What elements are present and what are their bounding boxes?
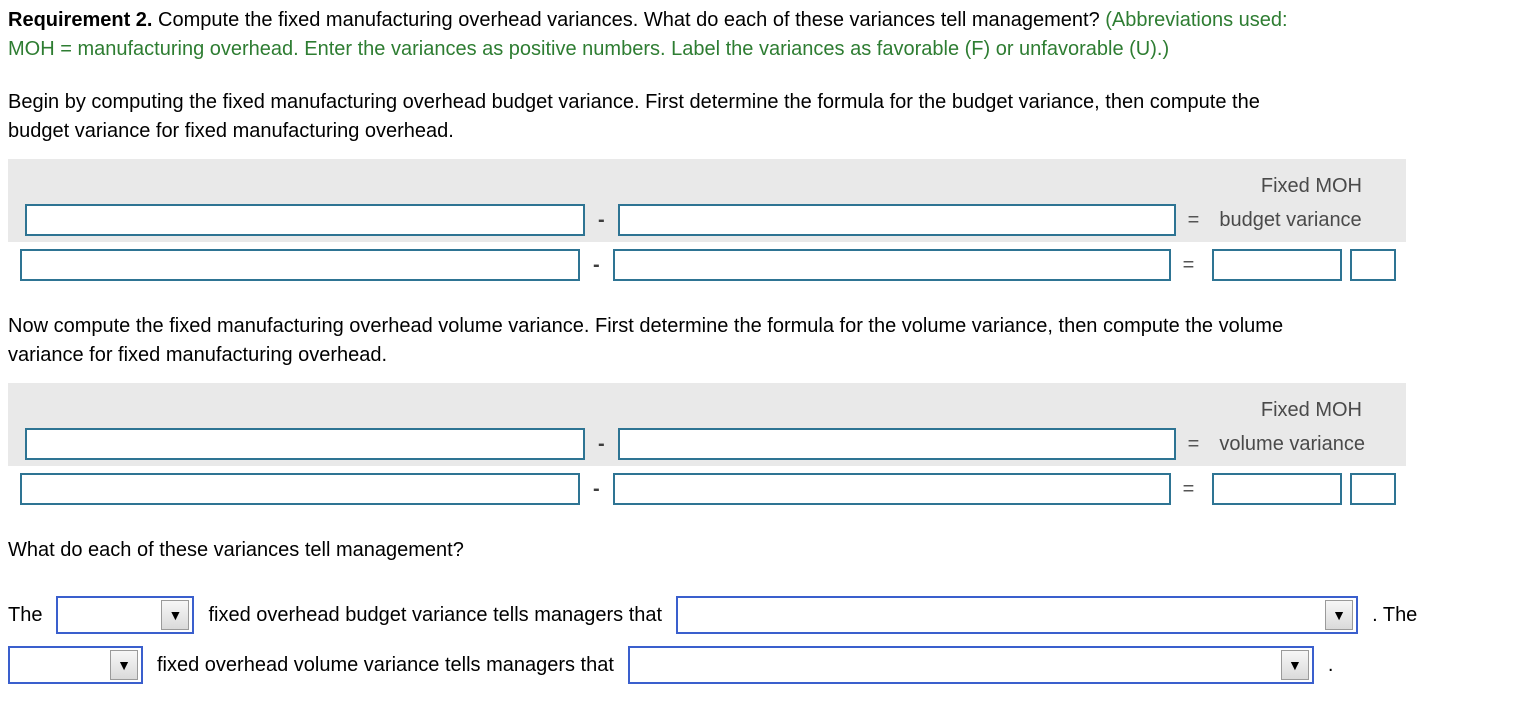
answer-volume-suffix: .	[1327, 653, 1334, 676]
budget-intro: Begin by computing the fixed manufacturi…	[8, 88, 1507, 146]
budget-intro-line2: budget variance for fixed manufacturing …	[8, 120, 454, 142]
volume-amount-left-input[interactable]	[20, 473, 580, 505]
budget-fixed-moh-header-label: Fixed MOH	[1260, 175, 1362, 197]
minus-operator: -	[593, 477, 600, 500]
budget-formula-left-input[interactable]	[25, 204, 585, 236]
budget-variance-fu-input[interactable]	[1350, 249, 1397, 281]
budget-formula-row: - = budget variance	[8, 204, 1406, 236]
volume-variance-amount-input[interactable]	[1212, 473, 1343, 505]
abbreviation-note-line1: (Abbreviations used:	[1105, 9, 1288, 31]
requirement-label: Requirement 2.	[8, 9, 153, 31]
dropdown-button[interactable]: ▼	[1280, 650, 1309, 680]
volume-intro-line2: variance for fixed manufacturing overhea…	[8, 344, 388, 366]
budget-variance-explanation-select[interactable]: ▼	[676, 596, 1359, 634]
requirement-instructions: Requirement 2. Compute the fixed manufac…	[8, 6, 1507, 64]
requirement-text: Compute the fixed manufacturing overhead…	[152, 9, 1106, 31]
equals-operator: =	[1187, 432, 1200, 455]
answer-budget-prefix: The	[8, 603, 43, 626]
chevron-down-icon: ▼	[1287, 657, 1302, 673]
volume-variance-direction-select[interactable]: ▼	[8, 646, 143, 684]
budget-formula-right-input[interactable]	[617, 204, 1176, 236]
dropdown-button[interactable]: ▼	[1325, 600, 1354, 630]
budget-amount-right-input[interactable]	[612, 249, 1171, 281]
budget-variance-label: budget variance	[1219, 208, 1362, 231]
volume-amount-right-input[interactable]	[612, 473, 1171, 505]
equals-operator: =	[1182, 253, 1195, 276]
dropdown-button[interactable]: ▼	[161, 600, 190, 630]
volume-intro-line1: Now compute the fixed manufacturing over…	[8, 315, 1284, 337]
minus-operator: -	[598, 208, 605, 231]
minus-operator: -	[598, 432, 605, 455]
equals-operator: =	[1182, 477, 1195, 500]
volume-variance-label: volume variance	[1219, 432, 1365, 455]
dropdown-button[interactable]: ▼	[110, 650, 138, 680]
budget-amounts-row: - =	[20, 249, 1507, 281]
budget-variance-amount-input[interactable]	[1212, 249, 1343, 281]
volume-formula-row: - = volume variance	[8, 428, 1406, 460]
volume-variance-fu-input[interactable]	[1350, 473, 1397, 505]
budget-intro-line1: Begin by computing the fixed manufacturi…	[8, 91, 1260, 113]
volume-formula-left-input[interactable]	[25, 428, 585, 460]
equals-operator: =	[1187, 208, 1200, 231]
volume-formula-panel: Fixed MOH - = volume variance	[8, 383, 1406, 466]
chevron-down-icon: ▼	[117, 657, 131, 673]
chevron-down-icon: ▼	[168, 607, 183, 623]
answer-volume-mid: fixed overhead volume variance tells man…	[157, 653, 614, 676]
volume-intro: Now compute the fixed manufacturing over…	[8, 312, 1507, 370]
volume-formula-right-input[interactable]	[617, 428, 1176, 460]
volume-fixed-moh-header-label: Fixed MOH	[1260, 399, 1362, 421]
abbreviation-note-line2: MOH = manufacturing overhead. Enter the …	[8, 38, 1170, 60]
answer-budget-suffix: . The	[1372, 603, 1418, 626]
answer-budget-mid: fixed overhead budget variance tells man…	[208, 603, 663, 626]
budget-variance-direction-select[interactable]: ▼	[56, 596, 195, 634]
answer-row-budget: The ▼ fixed overhead budget variance tel…	[8, 596, 1507, 634]
chevron-down-icon: ▼	[1332, 607, 1347, 623]
budget-amount-left-input[interactable]	[20, 249, 580, 281]
question-text: What do each of these variances tell man…	[8, 539, 464, 561]
volume-variance-explanation-select[interactable]: ▼	[627, 646, 1314, 684]
volume-amounts-row: - =	[20, 473, 1507, 505]
budget-formula-panel: Fixed MOH - = budget variance	[8, 159, 1406, 242]
minus-operator: -	[593, 253, 600, 276]
answer-row-volume: ▼ fixed overhead volume variance tells m…	[8, 646, 1507, 684]
